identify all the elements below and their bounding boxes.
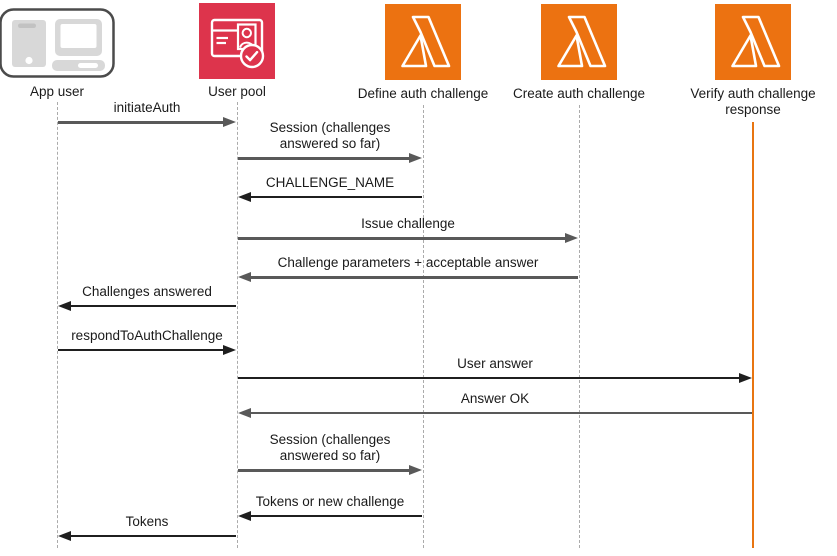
message-line — [238, 236, 567, 240]
message-line — [249, 412, 752, 414]
actor-label-user-pool: User pool — [208, 84, 266, 99]
lifeline-create — [578, 105, 580, 548]
lifeline-define — [422, 105, 424, 548]
lifeline-verify — [751, 122, 755, 548]
arrow-head-icon — [238, 191, 251, 202]
arrow-head-icon — [238, 510, 251, 521]
message-label: Session (challenges answered so far) — [269, 120, 391, 152]
message-label: Issue challenge — [361, 216, 455, 232]
arrow-head-icon — [238, 271, 251, 282]
arrow-head-icon — [238, 407, 251, 418]
arrow-head-icon — [58, 530, 71, 541]
devices-icon — [0, 8, 115, 83]
message-label: Challenge parameters + acceptable answer — [277, 255, 539, 271]
message-line — [69, 535, 236, 537]
message-label: Challenges answered — [82, 284, 212, 300]
arrow-head-icon — [409, 152, 422, 163]
message-line — [249, 515, 422, 517]
message-label: Tokens or new challenge — [255, 494, 405, 510]
message-label: Answer OK — [460, 391, 530, 407]
arrow-head-icon — [409, 464, 422, 475]
arrow-head-icon — [739, 372, 752, 383]
user-pool-icon — [199, 3, 275, 84]
actor-label-app-user: App user — [29, 84, 85, 99]
message-line — [238, 156, 411, 160]
actor-label-verify: Verify auth challenge response — [690, 86, 816, 118]
message-label: initiateAuth — [113, 100, 181, 116]
message-label: Session (challenges answered so far) — [269, 432, 391, 464]
message-line — [238, 468, 411, 472]
message-label: Tokens — [125, 514, 169, 530]
message-line — [238, 377, 741, 379]
actor-label-create: Create auth challenge — [512, 86, 646, 101]
lifeline-user-pool — [236, 102, 238, 548]
message-line — [249, 196, 422, 198]
lambda-icon — [541, 4, 617, 85]
arrow-head-icon — [565, 232, 578, 243]
message-line — [58, 349, 225, 351]
message-line — [69, 305, 236, 307]
arrow-head-icon — [223, 344, 236, 355]
lambda-icon — [385, 4, 461, 85]
actor-label-define: Define auth challenge — [357, 86, 489, 101]
arrow-head-icon — [223, 116, 236, 127]
message-label: respondToAuthChallenge — [71, 328, 223, 344]
lambda-icon — [715, 4, 791, 85]
arrow-head-icon — [58, 300, 71, 311]
lifeline-app-user — [56, 102, 58, 548]
message-label: User answer — [457, 356, 533, 372]
message-line — [58, 120, 225, 124]
message-line — [249, 275, 578, 279]
message-label: CHALLENGE_NAME — [265, 175, 395, 191]
